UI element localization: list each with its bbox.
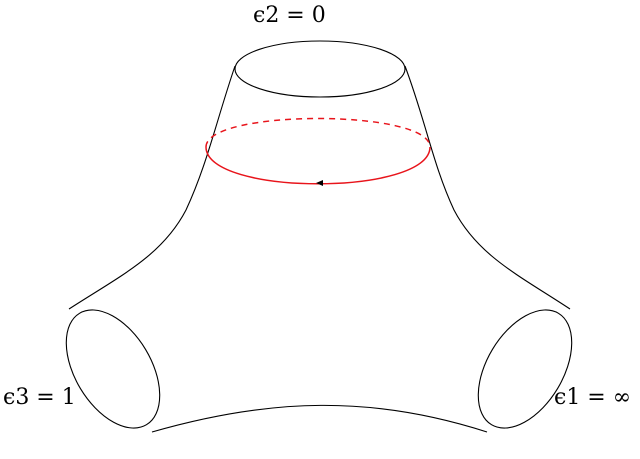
right-boundary-label: ϵ1 = ∞	[554, 385, 631, 410]
loop-direction-arrow	[316, 180, 323, 186]
left-upper-side-curve	[68, 65, 236, 310]
loop-front-solid	[205, 146, 431, 185]
left-boundary-label: ϵ3 = 1	[3, 385, 76, 410]
right-upper-side-curve	[404, 65, 571, 310]
loop-back-dashed	[205, 117, 431, 148]
left-boundary-circle	[65, 309, 161, 429]
right-boundary-circle	[477, 309, 573, 429]
top-boundary-label: ϵ2 = 0	[253, 3, 326, 28]
top-boundary-circle	[234, 40, 406, 98]
bottom-side-curve	[151, 404, 488, 433]
